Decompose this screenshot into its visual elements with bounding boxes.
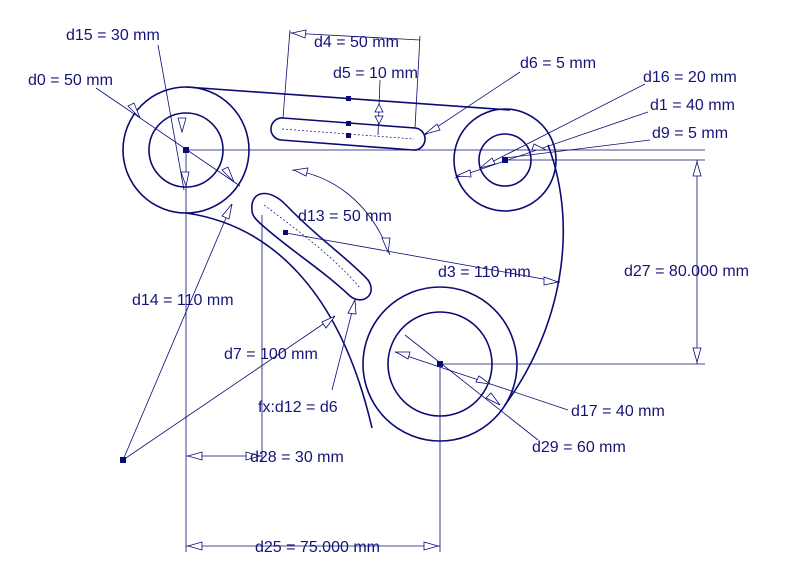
d15-label[interactable]: d15 = 30 mm	[66, 27, 160, 44]
d5-label[interactable]: d5 = 10 mm	[333, 65, 418, 82]
slot-mid-point[interactable]	[346, 121, 351, 126]
d1-label[interactable]: d1 = 40 mm	[650, 97, 735, 114]
dimension-labels: d15 = 30 mm d4 = 50 mm d5 = 10 mm d0 = 5…	[28, 27, 749, 556]
d17-label[interactable]: d17 = 40 mm	[571, 403, 665, 420]
d7-label[interactable]: d7 = 100 mm	[224, 346, 318, 363]
d13-label[interactable]: d13 = 50 mm	[298, 208, 392, 225]
d12-label[interactable]: fx:d12 = d6	[258, 399, 338, 416]
d25-label[interactable]: d25 = 75.000 mm	[255, 539, 380, 556]
curved-slot-centerline	[263, 204, 361, 289]
d27-label[interactable]: d27 = 80.000 mm	[624, 263, 749, 280]
slot-center-point[interactable]	[346, 133, 351, 138]
curved-slot-point[interactable]	[283, 230, 288, 235]
d3-label[interactable]: d3 = 110 mm	[438, 264, 531, 281]
d16-label[interactable]: d16 = 20 mm	[643, 69, 737, 86]
left-profile-arc[interactable]	[185, 212, 373, 429]
dimension-lines	[95, 29, 705, 552]
d6-label[interactable]: d6 = 5 mm	[520, 55, 596, 72]
d28-label[interactable]: d28 = 30 mm	[250, 449, 344, 466]
d29-label[interactable]: d29 = 60 mm	[532, 439, 626, 456]
d9-label[interactable]: d9 = 5 mm	[652, 125, 728, 142]
d14-label[interactable]: d14 = 110 mm	[132, 292, 234, 309]
slot-top-point[interactable]	[346, 96, 351, 101]
right-profile-arc[interactable]	[504, 144, 564, 406]
d4-label[interactable]: d4 = 50 mm	[314, 34, 399, 51]
d0-label[interactable]: d0 = 50 mm	[28, 72, 113, 89]
